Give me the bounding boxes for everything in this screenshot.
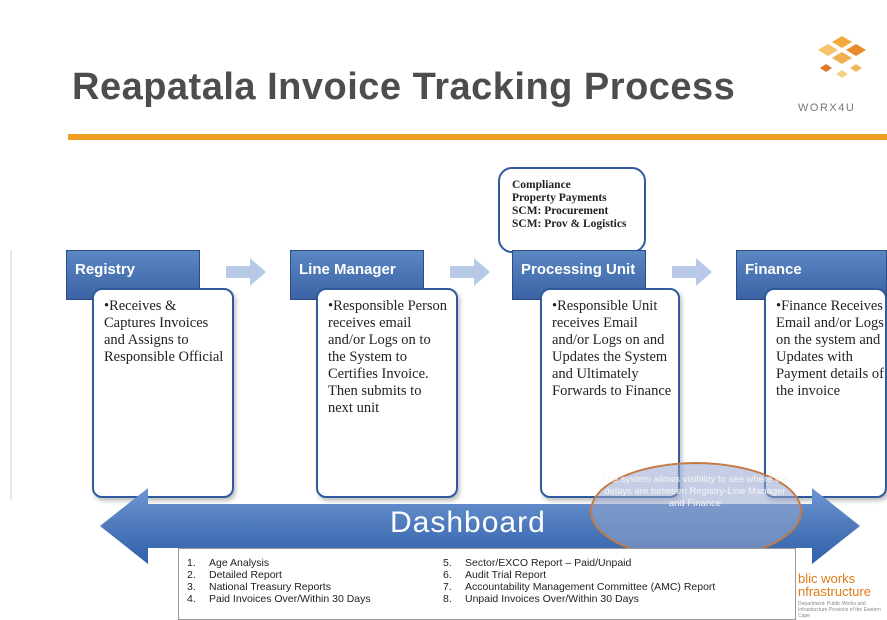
stage-text: Responsible Person receives email and/or… [328,298,448,416]
stage-text: Receives & Captures Invoices and Assigns… [104,298,224,365]
dashboard-label: Dashboard [390,506,546,539]
stage-text: Finance Receives Email and/or Logs on th… [776,298,884,399]
bullet: • [552,298,558,314]
left-edge-line [10,250,12,500]
flow-arrow-icon [450,258,490,286]
processing-unit-callout: Compliance Property Payments SCM: Procur… [498,167,646,253]
report-item: 7.Accountability Management Committee (A… [443,581,716,593]
public-works-subtext: Department: Public Works and Infrastruct… [798,601,881,619]
orange-divider [68,134,887,140]
callout-line: Property Payments [512,192,607,204]
bullet: • [104,298,110,314]
report-item: 2.Detailed Report [187,569,282,581]
report-item: 3.National Treasury Reports [187,581,331,593]
callout-line: SCM: Prov & Logistics [512,218,627,230]
stage-body-line-manager: •Responsible Person receives email and/o… [316,288,458,498]
callout-line: SCM: Procurement [512,205,609,217]
stage-body-finance: •Finance Receives Email and/or Logs on t… [764,288,887,498]
report-item: 6.Audit Trial Report [443,569,547,581]
bullet: • [328,298,334,314]
flow-arrow-icon [226,258,266,286]
visibility-note-text: The system allows visibility to see wher… [601,474,789,509]
callout-line: Compliance [512,179,571,191]
reports-panel: 1.Age Analysis 2.Detailed Report 3.Natio… [178,548,796,620]
stage-text: Responsible Unit receives Email and/or L… [552,298,672,399]
visibility-note-oval [590,462,802,560]
reports-list-right: 5.Sector/EXCO Report – Paid/Unpaid 6.Aud… [443,557,715,605]
logo-text: WORX4U [798,102,856,114]
report-item: 5.Sector/EXCO Report – Paid/Unpaid [443,557,632,569]
worx4u-logo-icon [818,36,866,78]
page-title: Reapatala Invoice Tracking Process [72,66,736,108]
stage-body-processing-unit: •Responsible Unit receives Email and/or … [540,288,680,498]
bullet: • [776,298,782,314]
flow-arrow-icon [672,258,712,286]
report-item: 1.Age Analysis [187,557,270,569]
stage-body-registry: •Receives & Captures Invoices and Assign… [92,288,234,498]
public-works-brand: blic works nfrastructure [798,571,871,599]
report-item: 8.Unpaid Invoices Over/Within 30 Days [443,593,639,605]
reports-list-left: 1.Age Analysis 2.Detailed Report 3.Natio… [187,557,371,605]
report-item: 4.Paid Invoices Over/Within 30 Days [187,593,371,605]
